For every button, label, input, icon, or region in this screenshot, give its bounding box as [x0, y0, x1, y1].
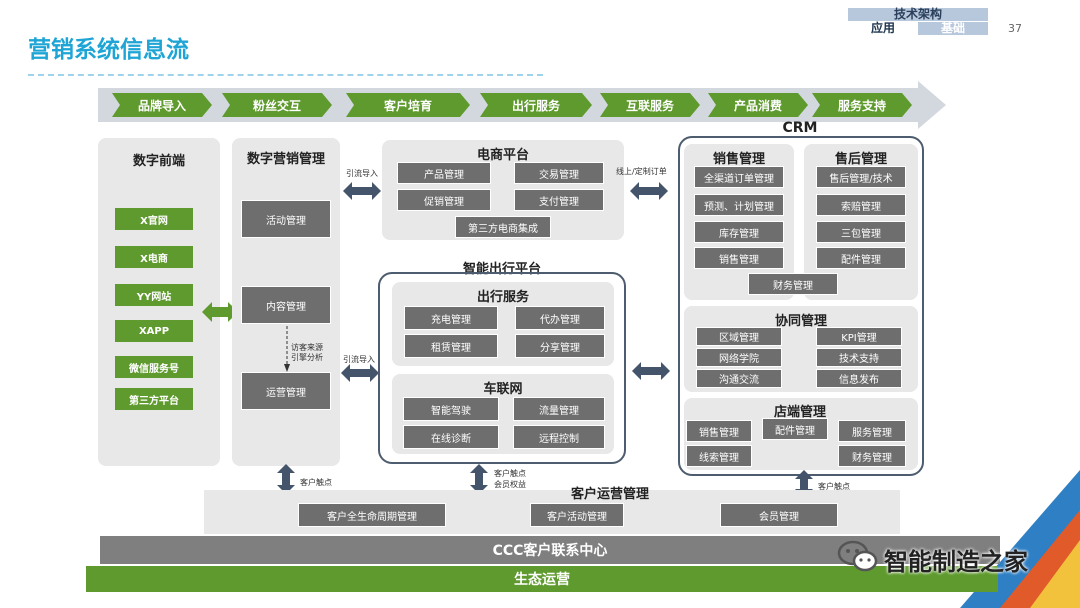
- section-tag: 技术架构: [848, 8, 988, 21]
- ecommerce-item: 产品管理: [397, 162, 491, 184]
- collab-item: 技术支持: [816, 348, 902, 367]
- watermark-text: 智能制造之家: [884, 548, 1028, 576]
- smart-travel-outline: [378, 272, 626, 464]
- collab-item: 信息发布: [816, 369, 902, 388]
- sales-item: 全渠道订单管理: [694, 166, 784, 188]
- crm-title: CRM: [782, 120, 818, 136]
- sales-item: 预测、计划管理: [694, 194, 784, 216]
- flow-step: 出行服务: [480, 93, 592, 117]
- front-item: X电商: [115, 246, 193, 268]
- double-arrow-icon: [630, 182, 668, 200]
- analysis-note-line1: 访客来源: [291, 343, 323, 352]
- customer-ops-item: 客户活动管理: [530, 503, 624, 527]
- front-item: 第三方平台: [115, 388, 193, 410]
- sales-item: 库存管理: [694, 221, 784, 243]
- iov-title: 车联网: [483, 382, 523, 397]
- touchpoint-label-2-line2: 会员权益: [494, 480, 526, 489]
- wechat-icon: [837, 540, 878, 572]
- travel-item: 代办管理: [515, 306, 605, 330]
- travel-item: 租赁管理: [404, 334, 498, 358]
- touchpoint-label-3: 客户触点: [818, 482, 850, 491]
- flow-step: 客户培育: [346, 93, 470, 117]
- vertical-double-arrow-icon: [277, 464, 295, 494]
- touchpoint-label-1: 客户触点: [300, 478, 332, 487]
- iov-item: 在线诊断: [403, 425, 499, 449]
- dashed-down-arrow-icon: [284, 326, 290, 372]
- double-arrow-icon: [632, 362, 670, 380]
- after-sales-title: 售后管理: [834, 152, 887, 167]
- digital-front-title: 数字前端: [132, 154, 185, 169]
- store-item: 线索管理: [686, 445, 752, 467]
- ccc-bar: CCC客户联系中心: [100, 536, 1000, 564]
- flow-step: 服务支持: [812, 93, 912, 117]
- double-arrow-icon: [341, 364, 379, 382]
- customer-ops-item: 客户全生命周期管理: [298, 503, 446, 527]
- ecommerce-item: 促销管理: [397, 189, 491, 211]
- front-item: 微信服务号: [115, 356, 193, 378]
- page-number: 37: [1008, 22, 1022, 35]
- travel-item: 分享管理: [515, 334, 605, 358]
- double-arrow-icon: [343, 182, 381, 200]
- iov-item: 智能驾驶: [403, 397, 499, 421]
- flow-step: 产品消费: [708, 93, 808, 117]
- marketing-item: 内容管理: [241, 286, 331, 324]
- ecommerce-item: 第三方电商集成: [455, 216, 551, 238]
- collab-title: 协同管理: [774, 314, 827, 329]
- section-tag-right: 基础: [918, 22, 988, 35]
- flow-step: 粉丝交互: [222, 93, 332, 117]
- store-item: 服务管理: [838, 420, 906, 442]
- travel-item: 充电管理: [404, 306, 498, 330]
- ecommerce-item: 交易管理: [514, 162, 604, 184]
- flow-step: 品牌导入: [112, 93, 212, 117]
- customer-ops-item: 会员管理: [720, 503, 838, 527]
- store-title: 店端管理: [773, 405, 826, 420]
- ecommerce-title: 电商平台: [476, 148, 529, 163]
- online-offline-label: 线上/定制订单: [616, 167, 667, 176]
- after-sales-item: 三包管理: [816, 221, 906, 243]
- iov-item: 远程控制: [513, 425, 605, 449]
- front-item: YY网站: [115, 284, 193, 306]
- digital-marketing-title: 数字营销管理: [246, 152, 325, 167]
- store-item: 财务管理: [838, 445, 906, 467]
- traffic-label-1: 引流导入: [346, 169, 378, 178]
- ecology-bar: 生态运营: [86, 566, 998, 592]
- after-sales-item: 售后管理/技术: [816, 166, 906, 188]
- title-underline: [28, 74, 543, 76]
- collab-item: KPI管理: [816, 327, 902, 346]
- flow-arrow-head: [918, 81, 946, 129]
- sales-title: 销售管理: [712, 152, 765, 167]
- store-item: 销售管理: [686, 420, 752, 442]
- marketing-item: 运营管理: [241, 372, 331, 410]
- analysis-note-line2: 引擎分析: [291, 353, 323, 362]
- marketing-item: 活动管理: [241, 200, 331, 238]
- customer-ops-title: 客户运营管理: [570, 487, 649, 502]
- collab-item: 沟通交流: [696, 369, 782, 388]
- iov-item: 流量管理: [513, 397, 605, 421]
- finance-item: 财务管理: [748, 273, 838, 295]
- collab-item: 网络学院: [696, 348, 782, 367]
- collab-item: 区域管理: [696, 327, 782, 346]
- store-item: 配件管理: [762, 418, 828, 440]
- section-tag-left: 应用: [848, 22, 918, 35]
- corner-decoration-yellow: [1030, 540, 1080, 608]
- flow-step: 互联服务: [600, 93, 700, 117]
- vertical-double-arrow-icon: [470, 464, 488, 494]
- front-item: X官网: [115, 208, 193, 230]
- page-title: 营销系统信息流: [28, 37, 189, 63]
- traffic-label-2: 引流导入: [343, 355, 375, 364]
- double-arrow-icon: [202, 302, 238, 322]
- touchpoint-label-2-line1: 客户触点: [494, 469, 526, 478]
- sales-item: 销售管理: [694, 247, 784, 269]
- after-sales-item: 配件管理: [816, 247, 906, 269]
- after-sales-item: 索赔管理: [816, 194, 906, 216]
- front-item: XAPP: [115, 320, 193, 342]
- ecommerce-item: 支付管理: [514, 189, 604, 211]
- travel-service-title: 出行服务: [476, 290, 529, 305]
